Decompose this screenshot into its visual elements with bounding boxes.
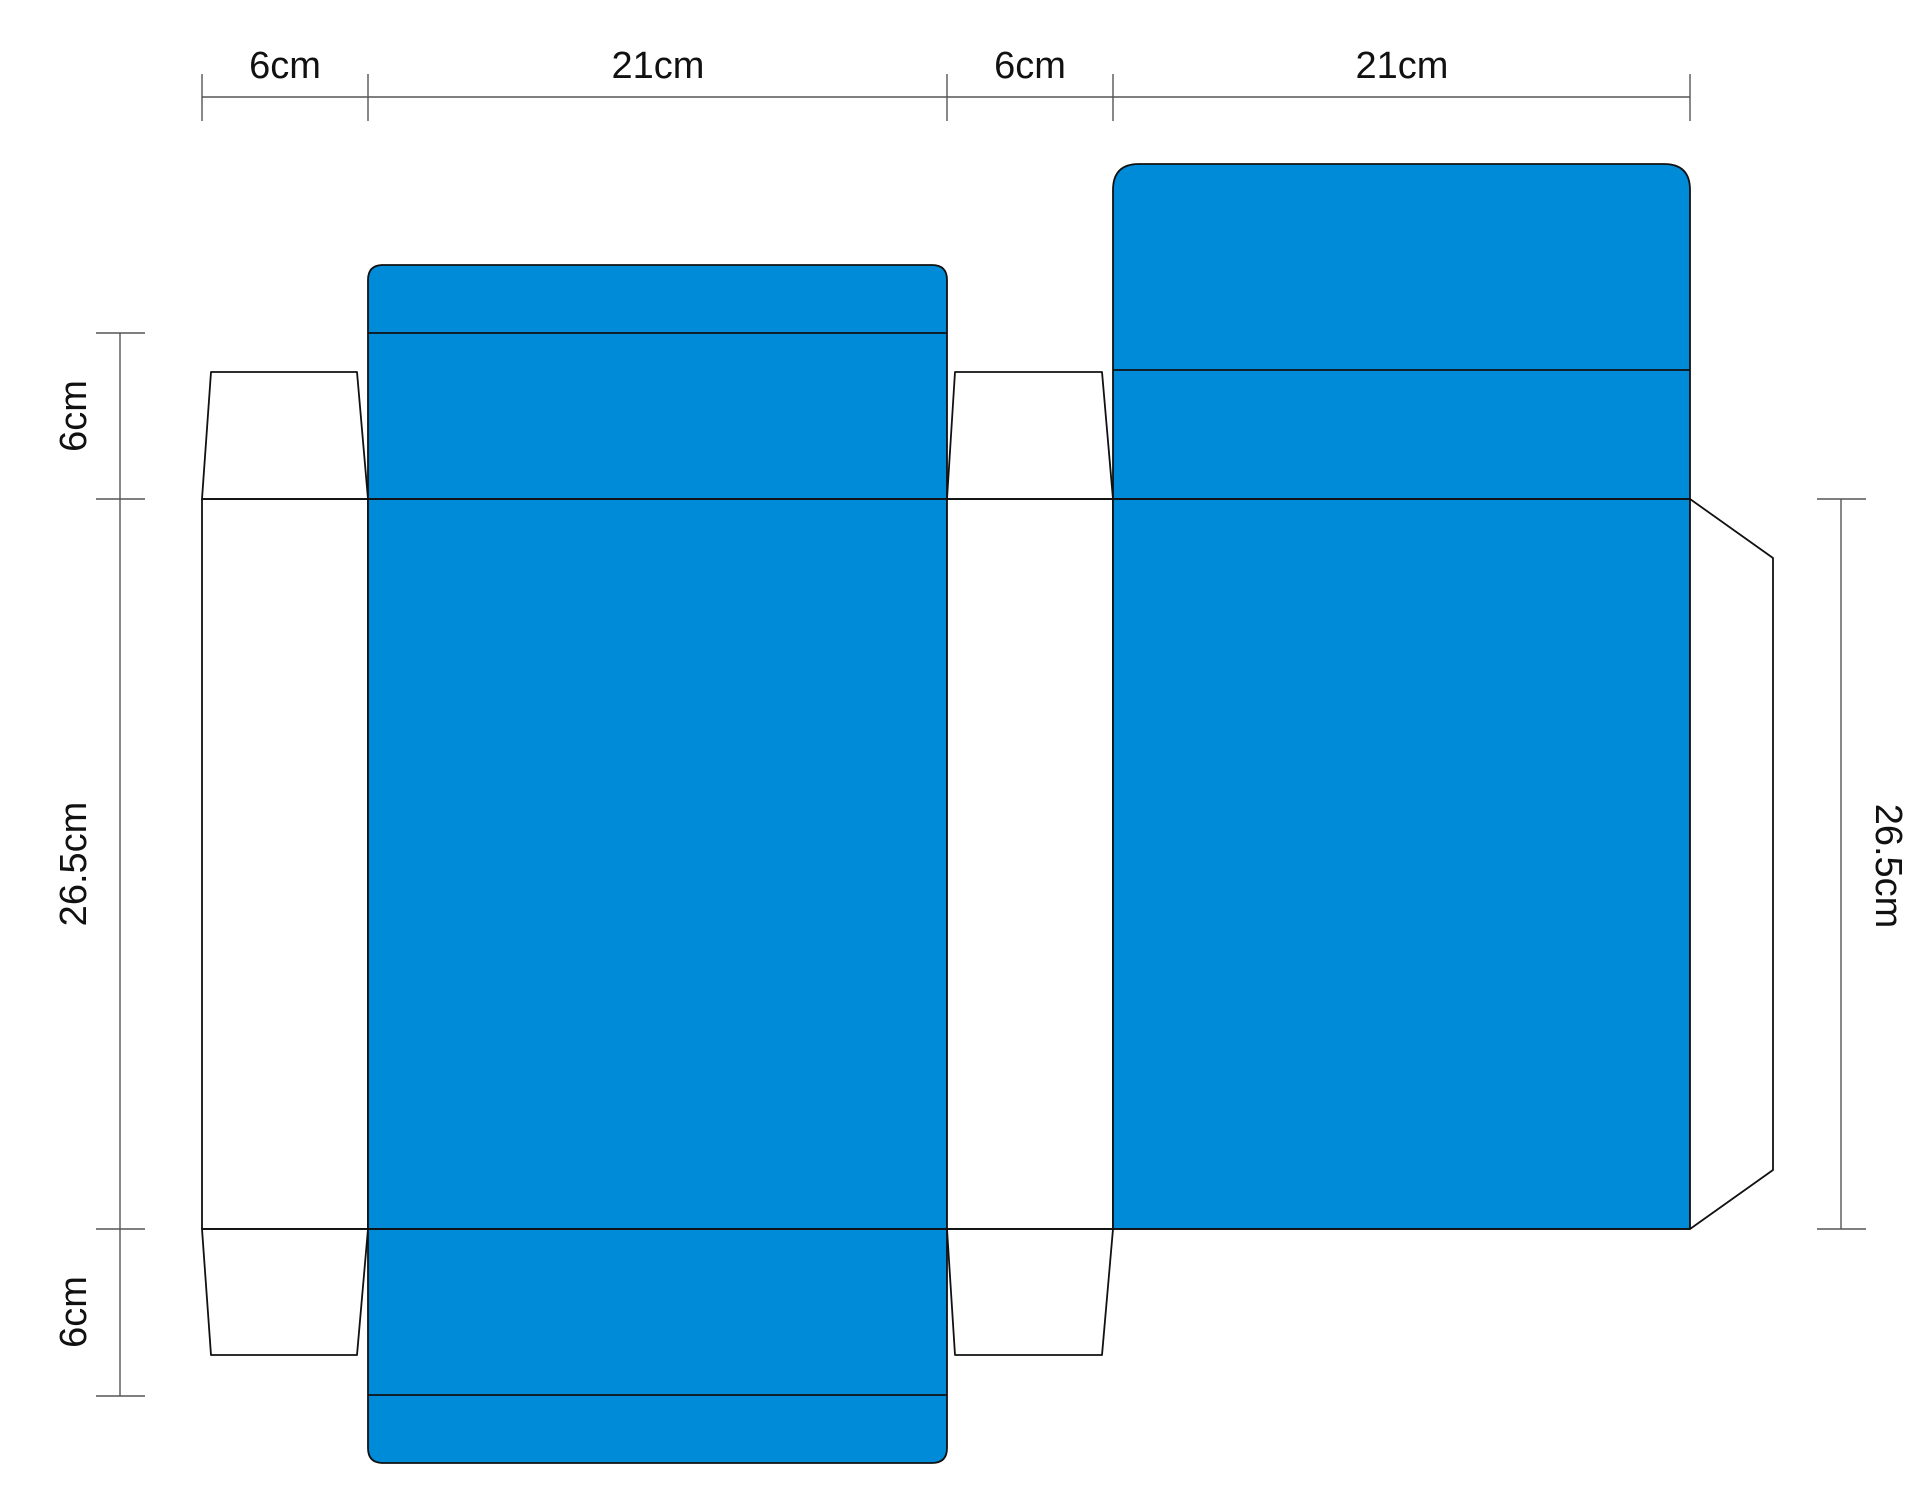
right-side-top-dust-flap: [946, 371, 1114, 500]
front-bottom-tuck-flap: [367, 1228, 948, 1464]
box-panels: [201, 163, 1774, 1464]
left-side-top-dust-flap: [201, 371, 369, 500]
dimension-label-left-height: 26.5cm: [53, 802, 95, 927]
dimension-label-top-back: 21cm: [1356, 45, 1449, 87]
dimension-label-left-bottom-flap: 6cm: [53, 1276, 95, 1348]
top-dimension-lines: [201, 74, 1691, 121]
back-top-lid-flap: [1112, 163, 1691, 500]
dimension-label-left-top-flap: 6cm: [53, 380, 95, 452]
right-side-panel: [946, 498, 1114, 1230]
left-dimension-labels: 6cm 26.5cm 6cm: [53, 380, 95, 1348]
left-side-panel: [201, 498, 369, 1230]
dimension-label-right-height: 26.5cm: [1867, 804, 1909, 929]
dimension-label-top-front: 21cm: [612, 45, 705, 87]
back-panel: [1112, 498, 1691, 1230]
left-dimension-lines: [96, 332, 145, 1397]
top-dimension-labels: 6cm 21cm 6cm 21cm: [249, 45, 1448, 87]
front-top-tuck-flap: [367, 264, 948, 500]
front-panel: [367, 498, 948, 1230]
right-side-bottom-dust-flap: [946, 1228, 1114, 1356]
left-side-bottom-dust-flap: [201, 1228, 369, 1356]
dimension-label-top-side-2: 6cm: [994, 45, 1066, 87]
right-dimension-lines: [1817, 498, 1866, 1230]
fold-lines: [202, 332, 1690, 1396]
dimension-label-top-side-1: 6cm: [249, 45, 321, 87]
glue-flap: [1689, 498, 1774, 1230]
